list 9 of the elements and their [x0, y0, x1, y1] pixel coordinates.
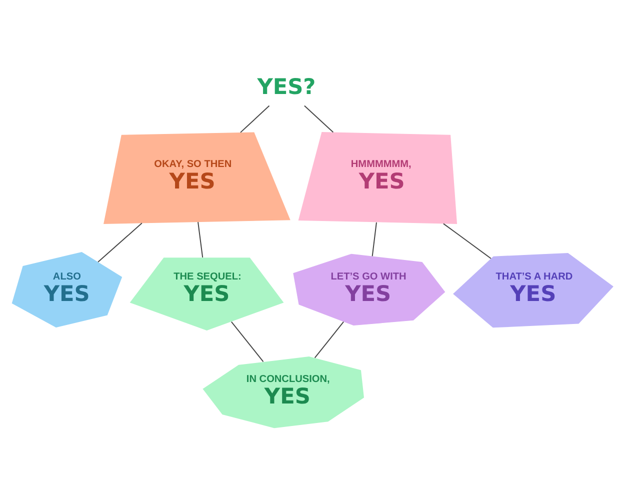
connector — [443, 222, 492, 258]
connector — [304, 104, 334, 132]
connector — [240, 104, 270, 132]
connector — [314, 321, 344, 358]
connector — [372, 222, 377, 256]
connector — [98, 222, 142, 262]
connector — [231, 321, 264, 362]
connector — [198, 222, 204, 257]
node-text: YES? — [257, 74, 316, 100]
